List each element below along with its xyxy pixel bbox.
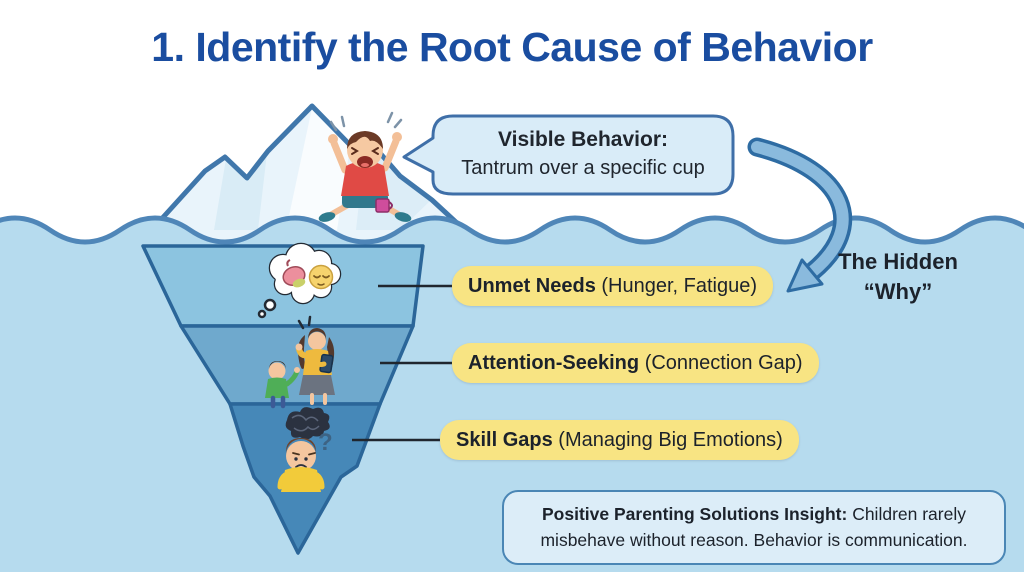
iceberg-underwater <box>141 244 425 555</box>
page-title: 1. Identify the Root Cause of Behavior <box>151 24 873 70</box>
visible-behavior-body: Tantrum over a specific cup <box>461 156 705 179</box>
label-skill-gaps-title: Skill Gaps <box>456 429 553 451</box>
insight-text-line2: misbehave without reason. Behavior is co… <box>540 530 968 551</box>
waterline-wave <box>0 215 1024 245</box>
confused-child-tangled-thoughts-icon: ? <box>277 407 333 492</box>
label-skill-gaps-detail: (Managing Big Emotions) <box>558 429 783 451</box>
insight-text-line1: Children rarely <box>852 504 966 524</box>
parent-distracted-child-icon <box>265 315 335 409</box>
label-unmet-needs: Unmet Needs (Hunger, Fatigue) <box>452 266 774 306</box>
hidden-why-line2: “Why” <box>863 278 933 304</box>
label-skill-gaps: Skill Gaps (Managing Big Emotions) <box>440 420 799 460</box>
curved-down-arrow-icon <box>747 137 852 293</box>
label-attention-seeking-detail: (Connection Gap) <box>644 352 803 374</box>
tantrum-child-icon <box>318 111 412 222</box>
svg-text:?: ? <box>318 429 333 456</box>
visible-behavior-heading: Visible Behavior: <box>497 128 668 151</box>
insight-heading: Positive Parenting Solutions Insight: <box>542 504 848 524</box>
label-unmet-needs-title: Unmet Needs <box>468 275 596 297</box>
label-attention-seeking-title: Attention-Seeking <box>468 352 640 374</box>
hidden-why-label: The Hidden “Why” <box>818 247 978 306</box>
connector-lines <box>352 284 456 442</box>
label-unmet-needs-detail: (Hunger, Fatigue) <box>601 275 758 297</box>
visible-behavior-callout: Visible Behavior: Tantrum over a specifi… <box>438 126 728 183</box>
hidden-why-line1: The Hidden <box>838 249 958 274</box>
label-attention-seeking: Attention-Seeking (Connection Gap) <box>452 343 819 383</box>
hunger-fatigue-thought-bubble-icon <box>257 242 342 319</box>
speech-bubble <box>402 114 735 196</box>
insight-panel: Positive Parenting Solutions Insight: Ch… <box>502 490 1006 565</box>
